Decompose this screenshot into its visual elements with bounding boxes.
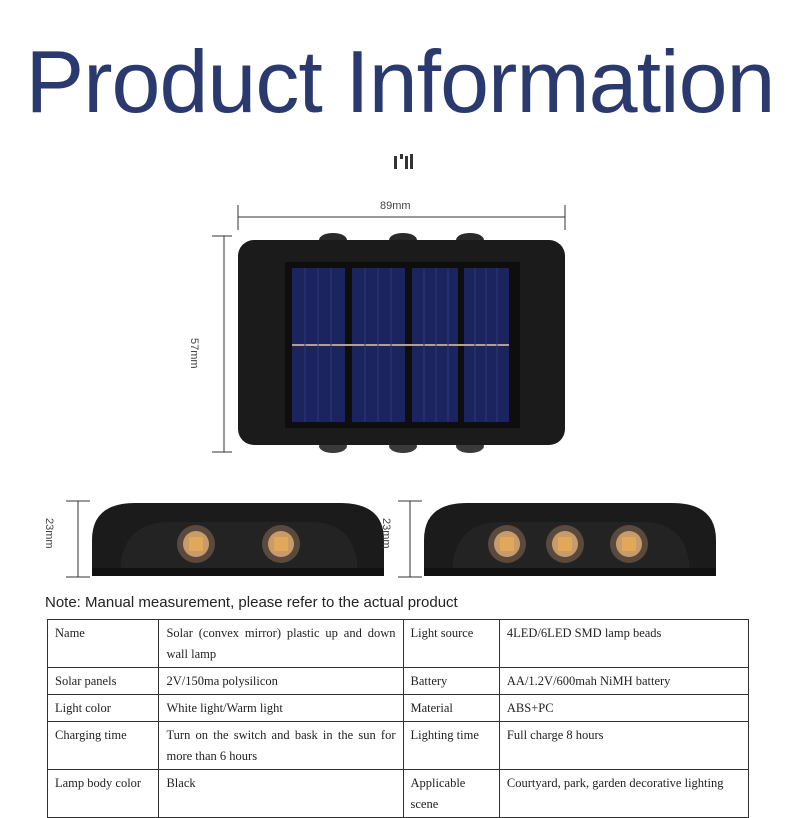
spec-label: Lighting time	[402, 721, 500, 770]
product-drawing	[66, 154, 716, 578]
measurement-note: Note: Manual measurement, please refer t…	[45, 594, 458, 611]
spec-table: Name Solar (convex mirror) plastic up an…	[46, 619, 750, 818]
spec-label: Material	[402, 694, 500, 722]
lamp-side-view-2led	[92, 503, 384, 576]
spec-label: Solar panels	[46, 667, 160, 695]
spec-value: Turn on the switch and bask in the sun f…	[158, 721, 404, 770]
side-dimension-line-left	[66, 500, 90, 578]
table-row: Lamp body color Black Applicable scene C…	[46, 769, 750, 818]
led-bead	[262, 525, 300, 563]
depth-dimension-label-right: 23mm	[380, 518, 392, 549]
table-row: Charging time Turn on the switch and bas…	[46, 721, 750, 770]
logo-mark	[394, 154, 413, 169]
spec-value: ABS+PC	[498, 694, 750, 722]
spec-label: Charging time	[46, 721, 160, 770]
spec-label: Light source	[402, 619, 500, 668]
spec-label: Name	[46, 619, 160, 668]
led-bead	[488, 525, 526, 563]
height-dimension-line	[212, 235, 232, 453]
width-dimension-label: 89mm	[380, 200, 411, 212]
spec-value: Courtyard, park, garden decorative light…	[498, 769, 750, 818]
lamp-front-view	[238, 233, 565, 453]
height-dimension-label: 57mm	[188, 338, 200, 369]
led-bead	[610, 525, 648, 563]
depth-dimension-label-left: 23mm	[43, 518, 55, 549]
spec-label: Applicable scene	[402, 769, 500, 818]
spec-label: Battery	[402, 667, 500, 695]
spec-value: White light/Warm light	[158, 694, 404, 722]
spec-value: 4LED/6LED SMD lamp beads	[498, 619, 750, 668]
width-dimension-line	[237, 205, 566, 230]
spec-label: Light color	[46, 694, 160, 722]
spec-value: 2V/150ma polysilicon	[158, 667, 404, 695]
table-row: Name Solar (convex mirror) plastic up an…	[46, 619, 750, 668]
spec-value: AA/1.2V/600mah NiMH battery	[498, 667, 750, 695]
spec-value: Black	[158, 769, 404, 818]
table-row: Solar panels 2V/150ma polysilicon Batter…	[46, 667, 750, 695]
solar-cells	[292, 268, 509, 422]
lamp-side-view-3led	[424, 503, 716, 576]
led-bead	[177, 525, 215, 563]
table-row: Light color White light/Warm light Mater…	[46, 694, 750, 722]
page-title: Product Information	[25, 32, 776, 131]
side-dimension-line-right	[398, 500, 422, 578]
led-bead	[546, 525, 584, 563]
spec-value: Full charge 8 hours	[498, 721, 750, 770]
spec-value: Solar (convex mirror) plastic up and dow…	[158, 619, 404, 668]
spec-label: Lamp body color	[46, 769, 160, 818]
